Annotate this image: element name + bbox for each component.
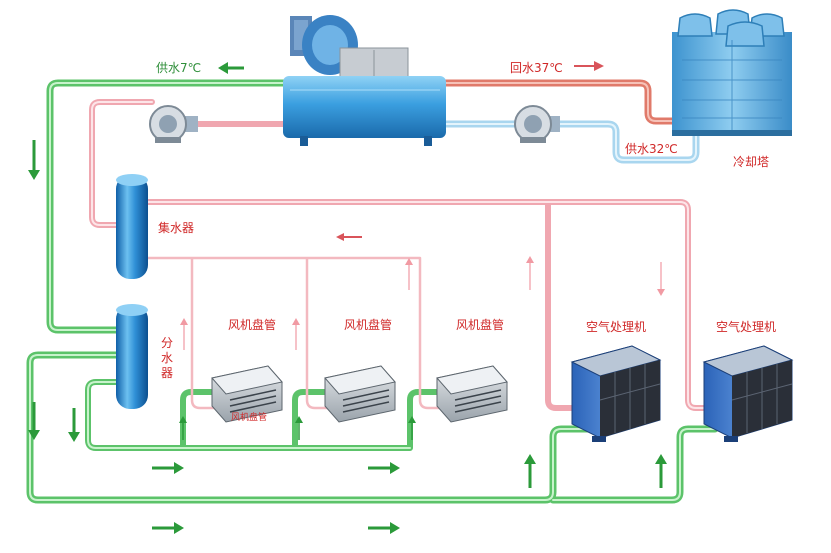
fan-coil-3-label: 风机盘管 — [456, 318, 505, 332]
distributor-label: 分水器 — [160, 336, 173, 380]
water-tank-icon — [116, 174, 148, 279]
fan-coil-unit-icon — [436, 365, 508, 423]
ahu-2-label: 空气处理机 — [716, 320, 777, 334]
cooling-tower-icon — [672, 9, 792, 136]
ahu-1-label: 空气处理机 — [586, 320, 647, 334]
fan-coil-small-label: 风机盘管 — [231, 413, 268, 423]
supply-water-32-label: 供水32℃ — [625, 142, 678, 156]
return-pipe-network — [89, 99, 718, 411]
air-handling-unit-icon — [570, 345, 662, 442]
supply-water-7-label: 供水7℃ — [156, 61, 202, 75]
cooling-water-pipes — [441, 79, 700, 164]
fan-coil-1-label: 风机盘管 — [228, 318, 277, 332]
fan-coil-unit-icon — [211, 365, 283, 423]
return-water-37-label: 回水37℃ — [510, 61, 563, 75]
water-tank-icon — [116, 304, 148, 409]
flow-arrow-icon — [179, 416, 416, 440]
chiller-icon — [283, 15, 446, 146]
flow-arrow-icon — [336, 61, 604, 241]
return-pipe-from-fan-coils — [146, 256, 447, 410]
collector-label: 集水器 — [158, 221, 195, 235]
flow-arrow-icon — [28, 62, 667, 534]
air-handling-unit-icon — [702, 345, 794, 442]
pump-icon — [149, 105, 198, 143]
supply-pipe-network — [26, 79, 719, 504]
fan-coil-2-label: 风机盘管 — [344, 318, 393, 332]
flow-arrow-icon — [180, 256, 665, 350]
cooling-return-pipe — [441, 79, 680, 125]
pump-icon — [514, 105, 560, 143]
cooling-tower-label: 冷却塔 — [733, 155, 770, 169]
fan-coil-unit-icon — [324, 365, 396, 423]
